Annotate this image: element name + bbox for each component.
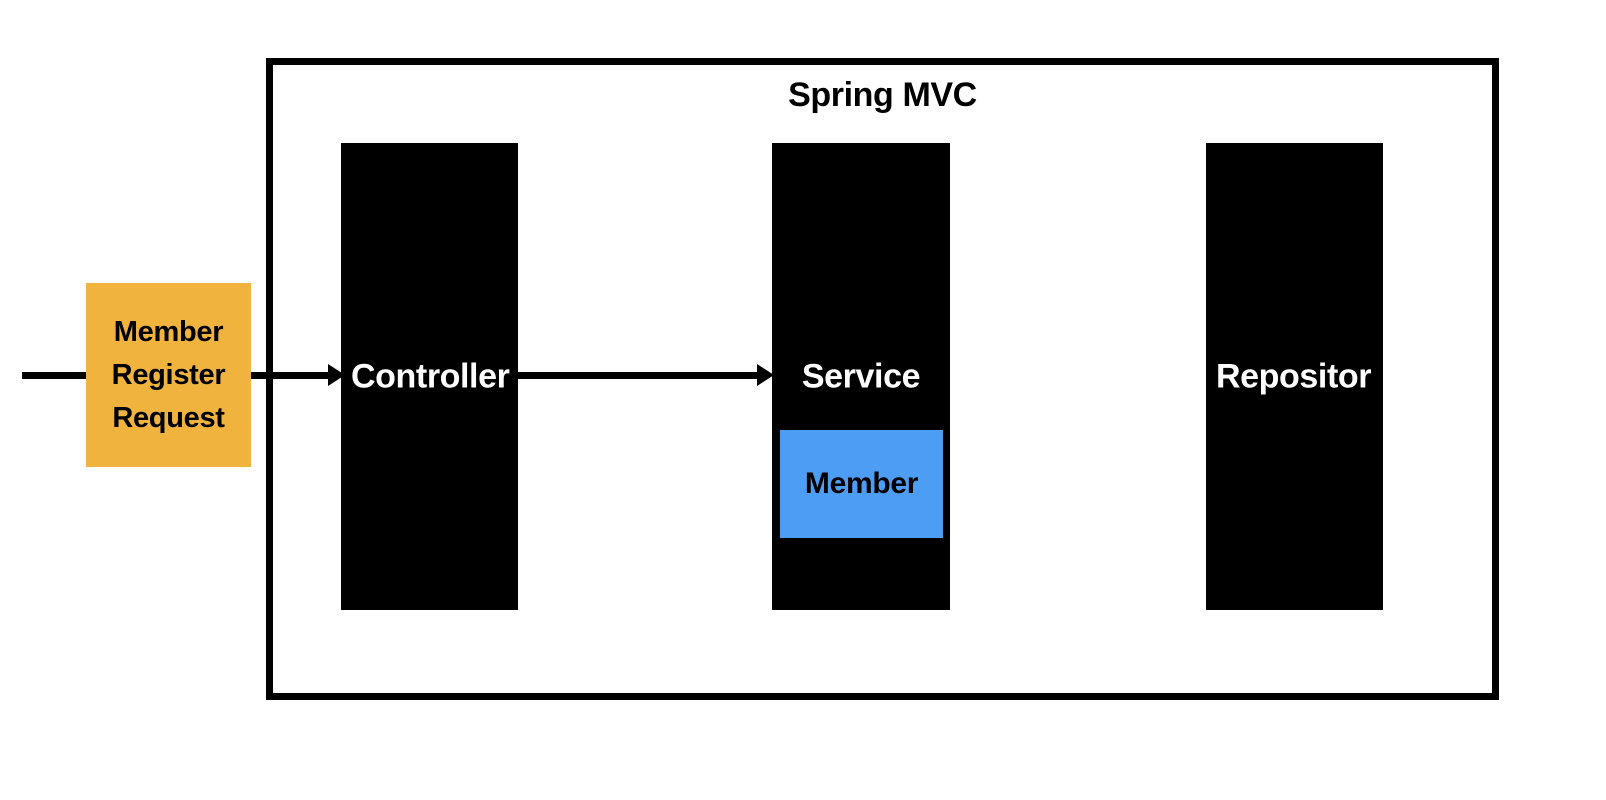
incoming-request-line (22, 372, 88, 379)
controller-label: Controller (351, 357, 510, 395)
spring-mvc-frame (266, 58, 1499, 700)
request-label-line-3: Request (112, 401, 225, 434)
repository-label: Repositor (1216, 357, 1372, 395)
arrowhead-to-controller-icon (328, 364, 345, 386)
service-label: Service (801, 357, 921, 395)
spring-mvc-title: Spring MVC (788, 76, 977, 114)
request-label-line-1: Member (113, 315, 224, 348)
repository-box[interactable]: Repositor (1206, 143, 1383, 610)
request-label-line-2: Register (111, 358, 226, 391)
request-to-controller-line (251, 372, 337, 379)
member-entity-box[interactable]: Member (780, 430, 943, 538)
controller-to-service-line (518, 372, 764, 379)
controller-box[interactable]: Controller (341, 143, 518, 610)
member-entity-label: Member (804, 467, 919, 500)
service-box[interactable]: Service (772, 143, 950, 610)
member-register-request-box[interactable]: Member Register Request (86, 283, 251, 467)
arrowhead-to-service-icon (757, 364, 774, 386)
